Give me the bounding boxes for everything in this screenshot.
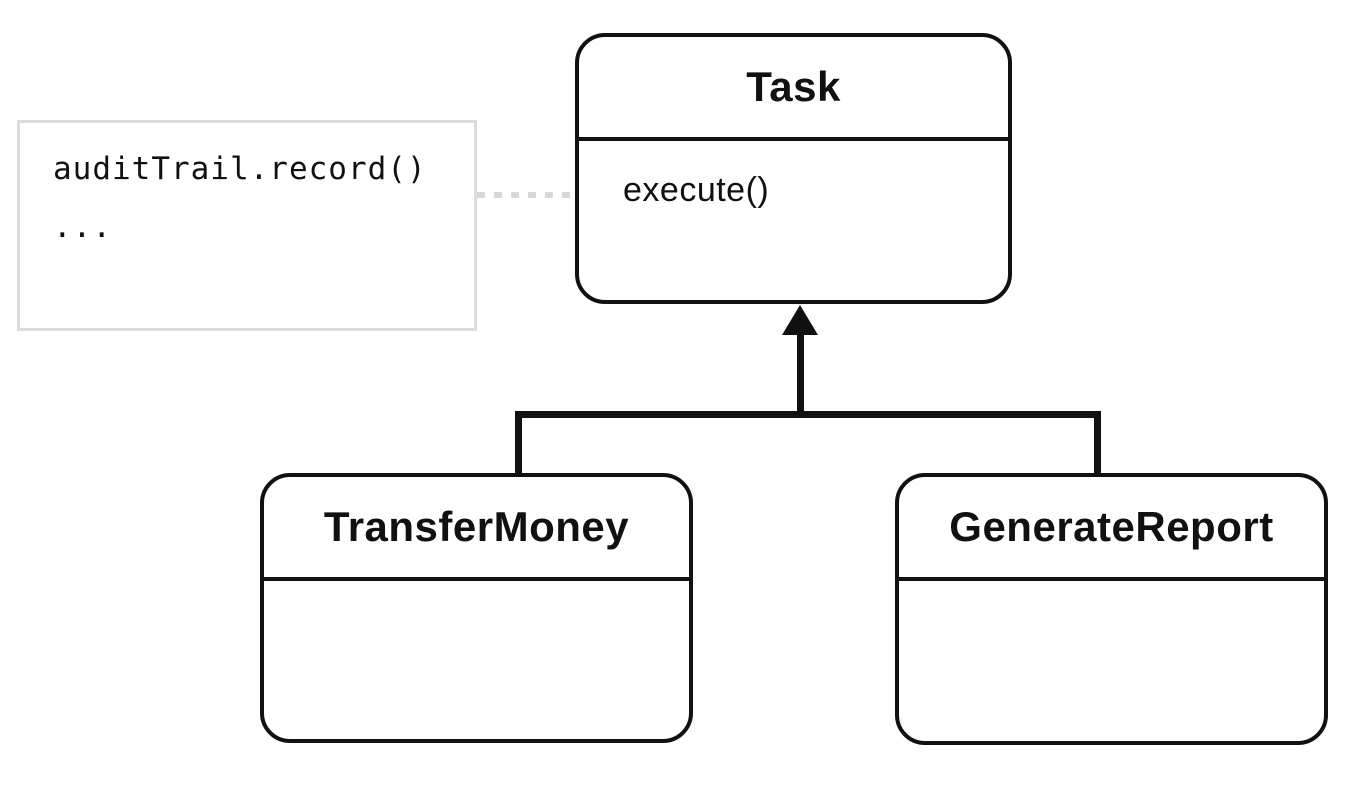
class-title: TransferMoney xyxy=(323,503,630,550)
class-title: Task xyxy=(746,63,841,110)
note-line: auditTrail.record() xyxy=(53,151,427,187)
class-header: TransferMoney xyxy=(264,477,689,581)
inheritance-line-left-drop xyxy=(515,411,522,475)
note-line: ... xyxy=(53,209,112,245)
inheritance-line-right-drop xyxy=(1094,411,1101,475)
class-body: execute() xyxy=(579,141,1008,300)
class-box-task: Task execute() xyxy=(575,33,1012,304)
inheritance-arrowhead-icon xyxy=(782,305,818,335)
class-box-transfer-money: TransferMoney xyxy=(260,473,693,743)
inheritance-line-vertical xyxy=(797,333,804,414)
class-body xyxy=(899,581,1324,741)
note-box: auditTrail.record() ... xyxy=(17,120,477,331)
class-header: GenerateReport xyxy=(899,477,1324,581)
class-box-generate-report: GenerateReport xyxy=(895,473,1328,745)
class-header: Task xyxy=(579,37,1008,141)
inheritance-line-horizontal xyxy=(515,411,1101,418)
class-title: GenerateReport xyxy=(949,503,1274,550)
note-link-dotted-line xyxy=(477,192,578,198)
class-body xyxy=(264,581,689,739)
class-method: execute() xyxy=(623,171,770,209)
